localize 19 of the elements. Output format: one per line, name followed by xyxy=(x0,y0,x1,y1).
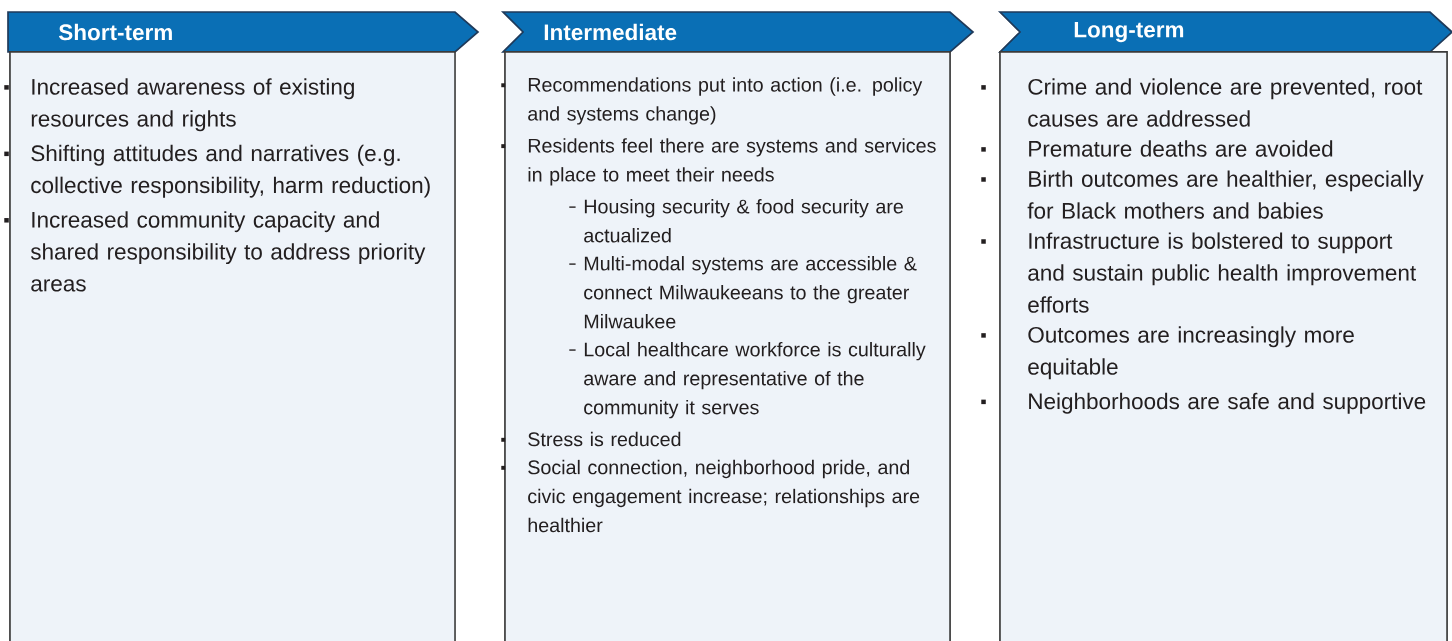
chevron-header: Long-term xyxy=(997,11,1452,53)
bullet-item: Premature deaths are avoided xyxy=(981,140,1333,157)
chevron-header: Intermediate xyxy=(500,11,975,53)
sub-item: Housing security & food security are actualized xyxy=(568,199,903,243)
chevron-header: Short-term xyxy=(7,11,480,53)
bullet-item: Neighborhoods are safe and supportive xyxy=(981,392,1426,414)
bullet-item: Social connection, neighborhood pride, and civic engagement increase; relationships are healthier xyxy=(501,459,920,533)
bullet-item: Residents feel there are systems and services in place to meet their needs xyxy=(501,138,936,186)
bullet-item: Birth outcomes are healthier, especially for Black mothers and babies xyxy=(981,170,1424,219)
bullet-item: Shifting attitudes and narratives (e.g. collective responsibility, harm reduction) xyxy=(4,144,430,198)
bullet-item: Increased awareness of existing resources and rights xyxy=(4,78,354,132)
sub-item: Local healthcare workforce is culturally aware and representative of the community it serves xyxy=(568,342,926,419)
bullet-item: Infrastructure is bolstered to support and sustain public health improvement efforts xyxy=(981,232,1416,313)
bullet-item: Crime and violence are prevented, root causes are addressed xyxy=(981,78,1423,127)
bullet-item: Outcomes are increasingly more equitable xyxy=(981,326,1354,380)
sub-item: Multi-modal systems are accessible & connect Milwaukeeans to the greater Milwaukee xyxy=(568,256,917,329)
bullet-item: Increased community capacity and shared responsibility to address priority areas xyxy=(4,211,426,292)
bullet-item: Recommendations put into action (i.e. policy and systems change) xyxy=(501,77,923,125)
bullet-item: Stress is reduced xyxy=(501,431,681,447)
